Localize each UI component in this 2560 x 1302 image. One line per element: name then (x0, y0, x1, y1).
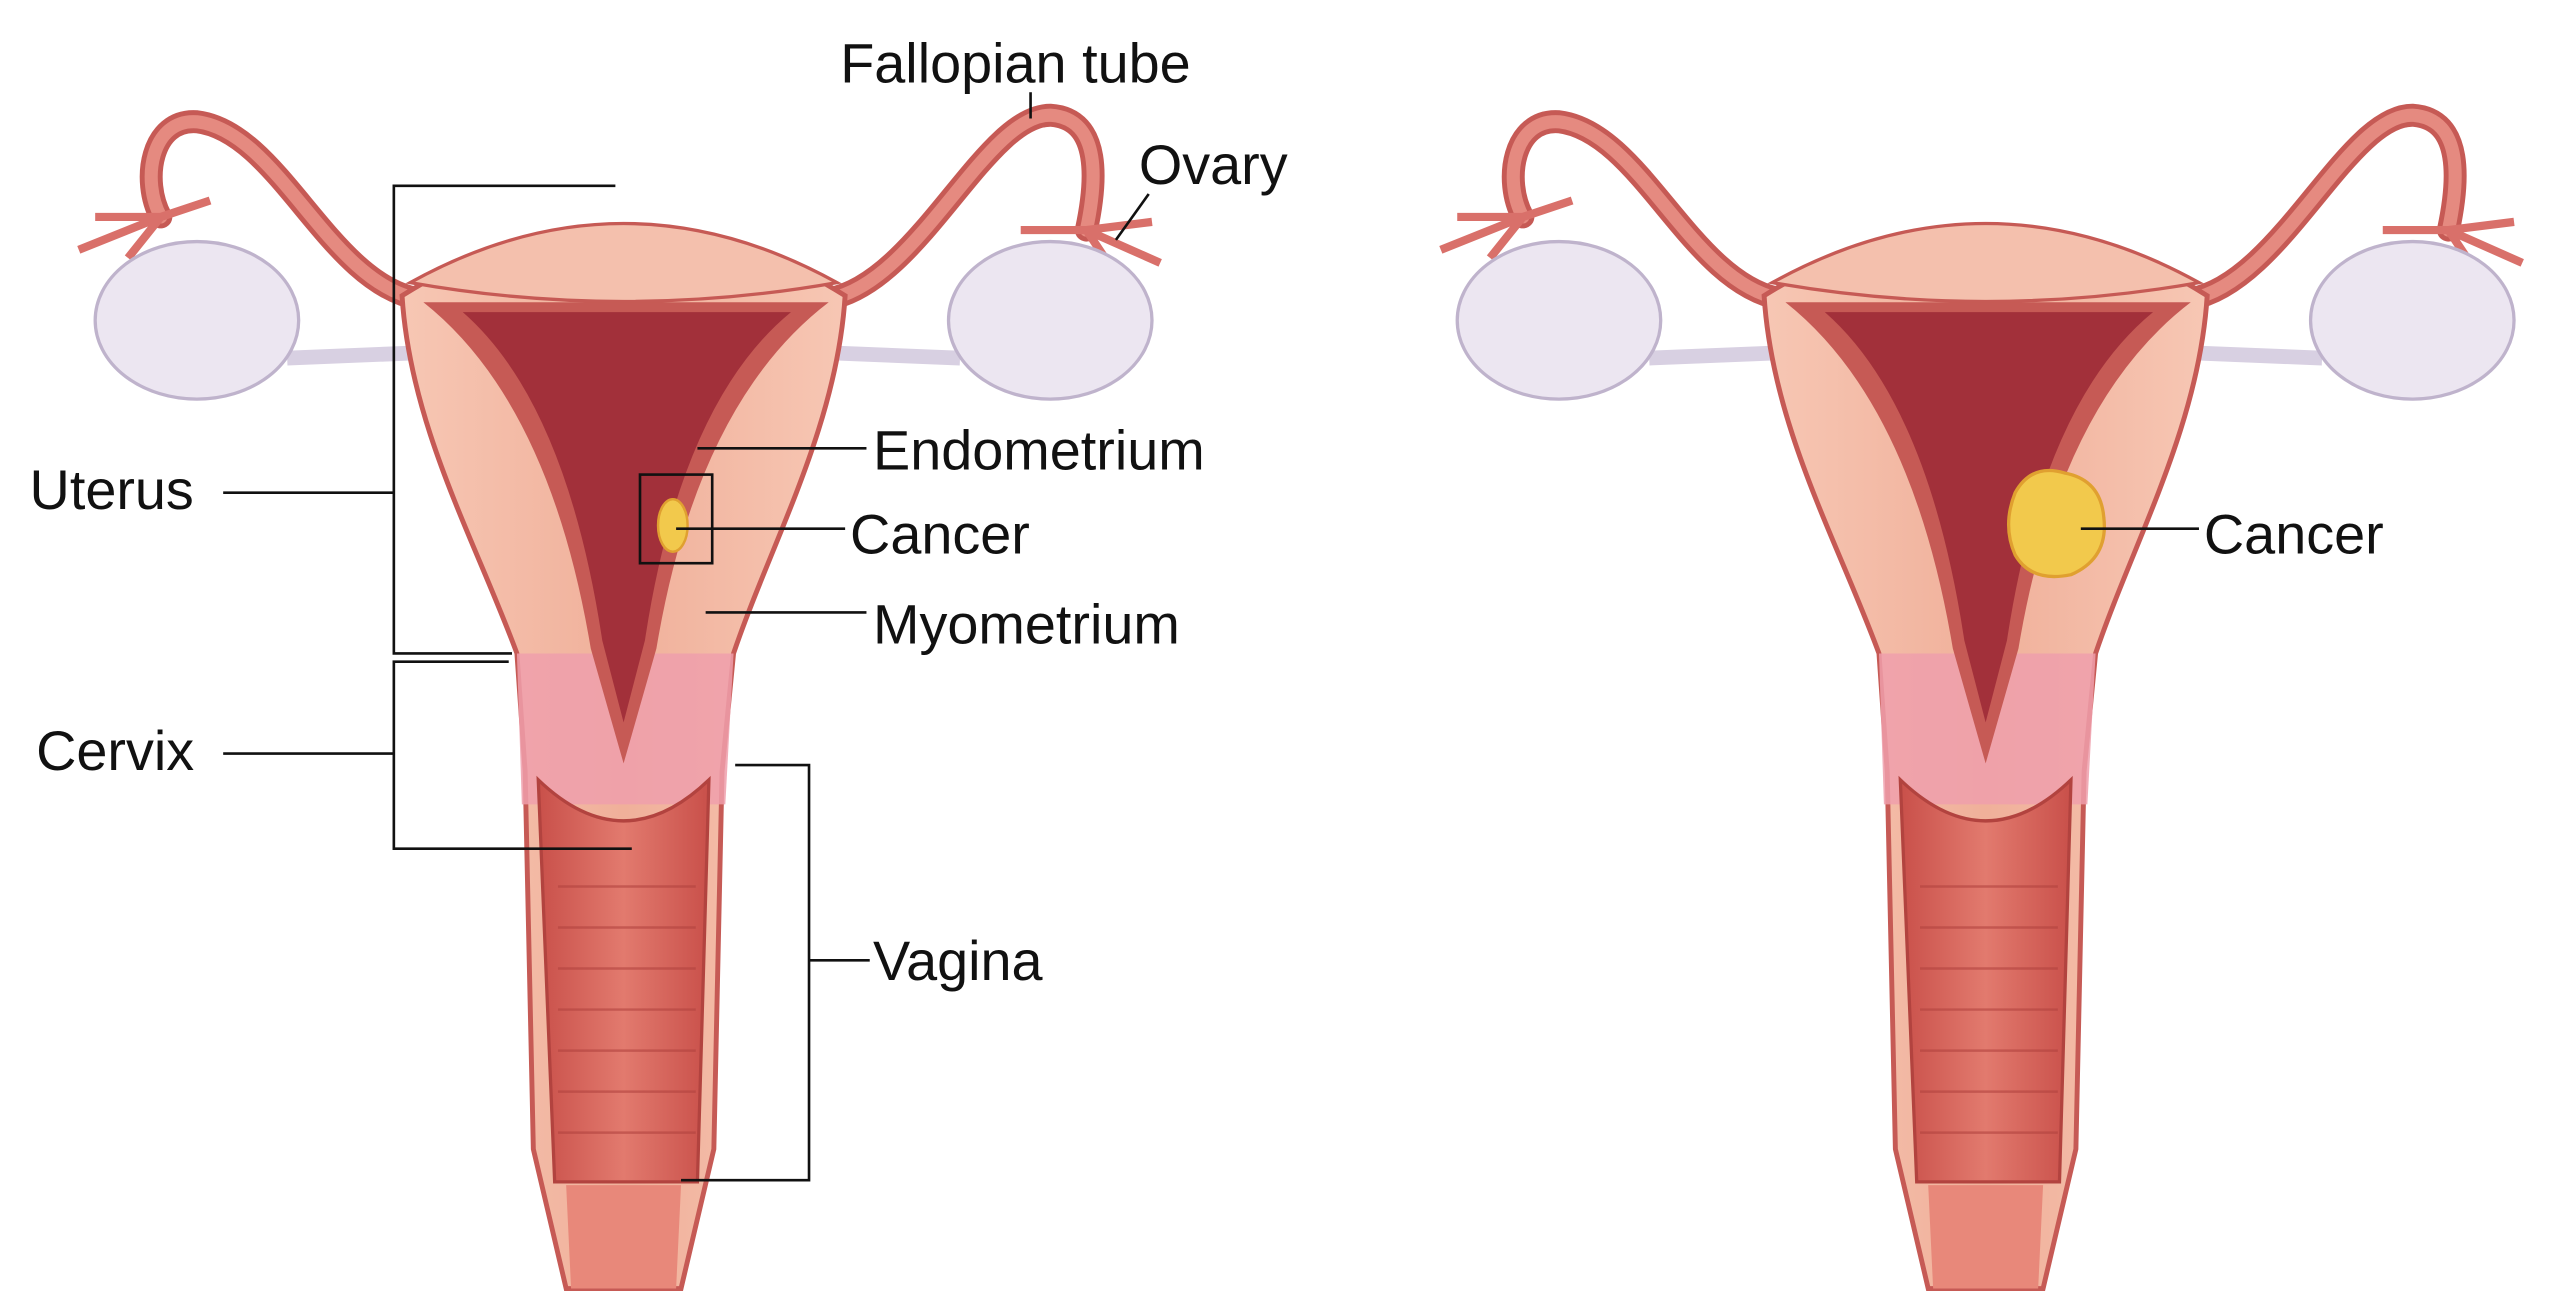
tumor-small (656, 497, 689, 553)
label-cancer-left: Cancer (850, 502, 1030, 565)
bracket-cervix (223, 660, 632, 851)
label-uterus: Uterus (30, 458, 194, 521)
anatomy-left (79, 115, 1160, 1288)
label-ovary: Ovary (1139, 133, 1288, 196)
label-cervix: Cervix (36, 719, 194, 782)
anatomy-right (1441, 115, 2522, 1288)
bracket-vagina (681, 763, 870, 1182)
bracket-uterus (223, 184, 616, 655)
leader-ovary (1114, 193, 1150, 241)
cancer-highlight-box (638, 473, 714, 565)
label-vagina: Vagina (873, 929, 1044, 992)
label-cancer-right: Cancer (2204, 502, 2384, 565)
label-myometrium: Myometrium (873, 593, 1180, 656)
label-endometrium: Endometrium (873, 419, 1205, 482)
label-fallopian-tube: Fallopian tube (840, 31, 1190, 94)
tumor-large (2007, 468, 2107, 579)
